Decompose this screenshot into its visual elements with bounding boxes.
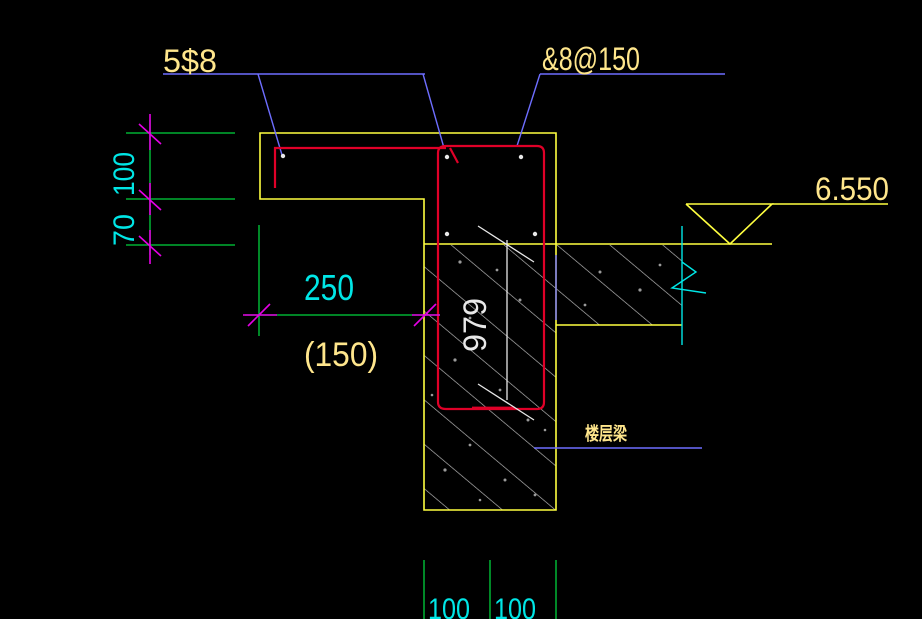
rebar [273,144,546,411]
elevation-symbol [685,203,888,246]
leader-lines [163,73,725,449]
dim-100-vertical-label: 100 [108,152,141,196]
rebar-dots [280,153,538,237]
stirrup-label: &8@150 [542,41,640,77]
section-outline [259,132,772,511]
floor-beam-label: 楼层梁 [585,423,628,444]
top-rebar-label: 5$8 [163,43,217,79]
break-line [670,226,707,345]
dim-979-label: 979 [457,298,493,352]
dim-250-label: 250 [304,267,354,308]
concrete-hatch [424,245,682,510]
dim-979-line [477,225,535,421]
dim-100-bottom-left-label: 100 [428,593,470,619]
dim-70-vertical-label: 70 [108,214,141,246]
dim-100-bottom-right-label: 100 [494,593,536,619]
dim-ticks [138,114,440,327]
dim-150-paren-label: (150) [304,336,378,374]
elevation-label: 6.550 [815,171,889,207]
